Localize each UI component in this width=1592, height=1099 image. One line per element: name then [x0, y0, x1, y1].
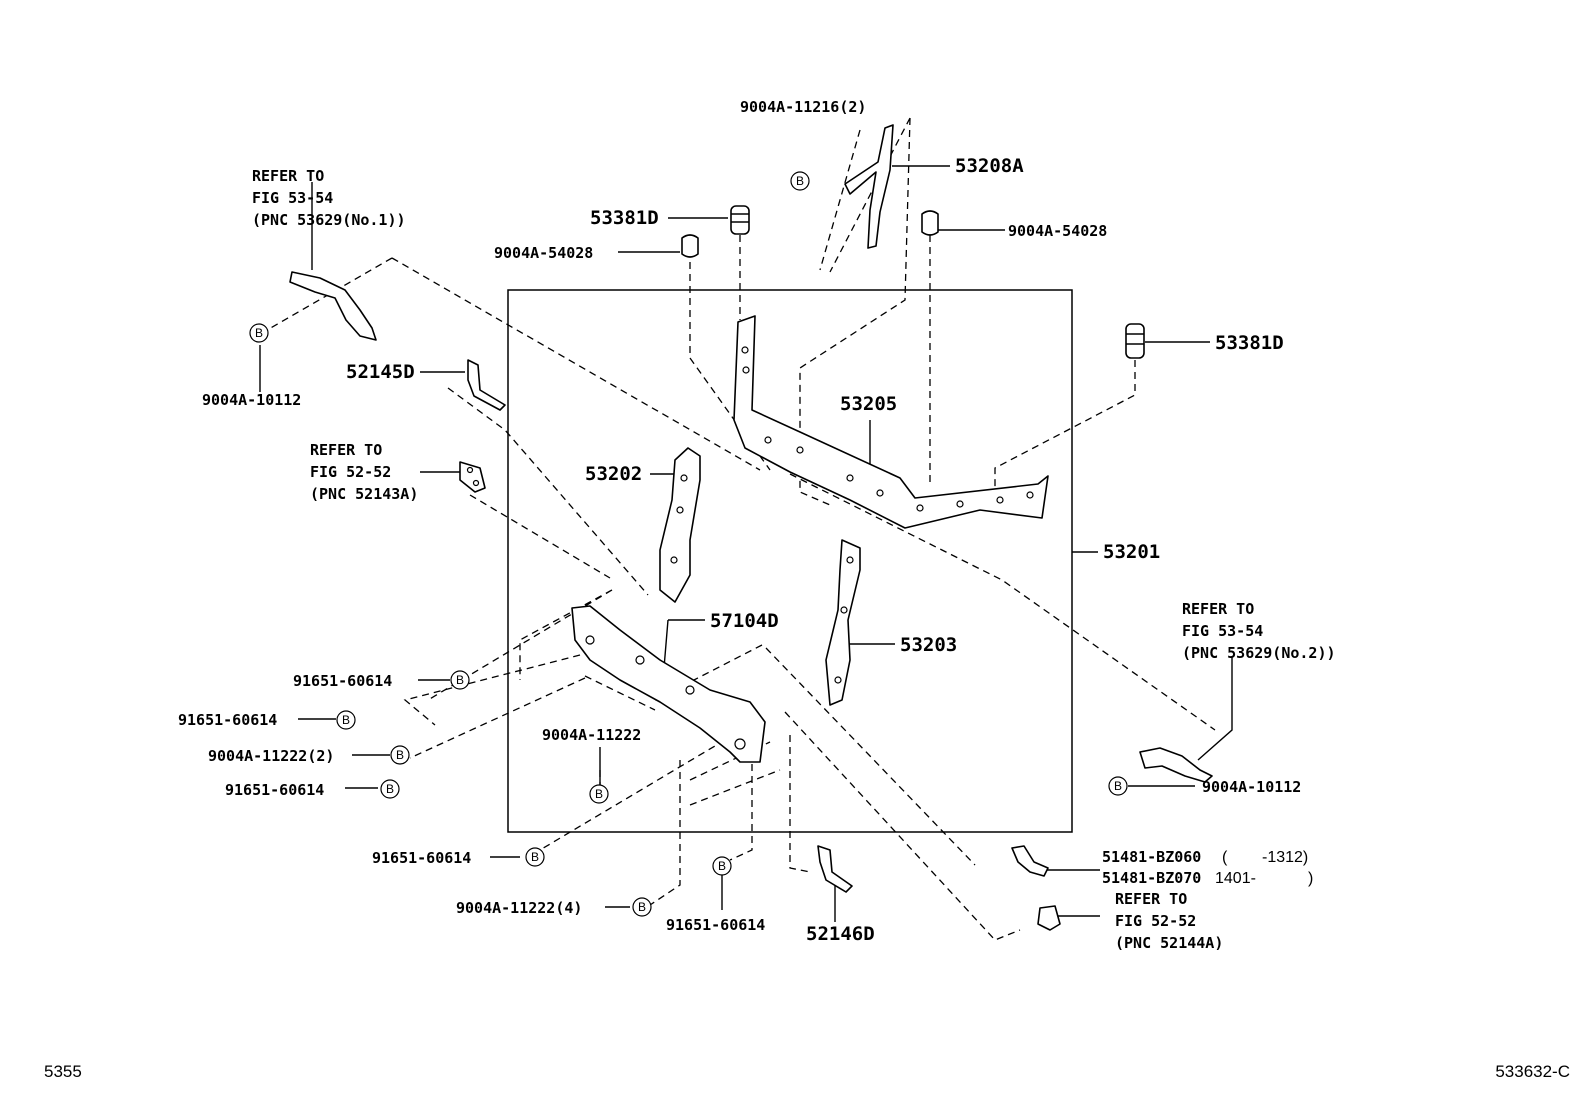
part-bracket-no2 — [1139, 747, 1213, 783]
part-9004A-54028-right — [921, 210, 939, 236]
bolt-marker: B — [450, 670, 470, 690]
label-refer-r-3: (PNC 53629(No.2)) — [1182, 644, 1336, 662]
svg-text:B: B — [796, 174, 804, 188]
label-53205: 53205 — [840, 393, 897, 415]
label-91651-60614-a: 91651-60614 — [293, 672, 392, 690]
label-53201: 53201 — [1103, 541, 1160, 563]
bolt-marker: B — [380, 779, 400, 799]
part-53381D-cushion-top — [730, 205, 750, 235]
label-53208A: 53208A — [955, 155, 1024, 177]
part-9004A-54028-left — [681, 234, 699, 258]
label-9004A-11222-4: 9004A-11222(4) — [456, 899, 582, 917]
label-refer-r-1: REFER TO — [1182, 600, 1254, 618]
solid-leader-lines — [259, 165, 1233, 922]
svg-text:B: B — [638, 900, 646, 914]
part-52145D-bracket — [467, 359, 506, 411]
footer-right-code: 533632-C — [1495, 1062, 1570, 1081]
svg-text:B: B — [255, 326, 263, 340]
label-refer-br-3: (PNC 52144A) — [1115, 934, 1223, 952]
label-51481-BZ070: 51481-BZ070 — [1102, 869, 1201, 887]
bolt-marker: B — [525, 847, 545, 867]
label-51481-BZ060-range: -1312) — [1262, 849, 1308, 866]
svg-text:B: B — [531, 850, 539, 864]
part-52144A-clip — [1037, 905, 1061, 931]
label-refer-tl-1: REFER TO — [252, 167, 324, 185]
label-9004A-54028-right: 9004A-54028 — [1008, 222, 1107, 240]
part-52146D-bracket — [817, 845, 853, 893]
label-refer-r-2: FIG 53-54 — [1182, 622, 1263, 640]
svg-text:B: B — [386, 782, 394, 796]
label-57104D: 57104D — [710, 610, 779, 632]
part-bracket-no1 — [289, 271, 377, 341]
dashed-guide-lines — [261, 117, 1216, 941]
label-52146D: 52146D — [806, 923, 875, 945]
bolt-marker: B — [632, 897, 652, 917]
label-refer-ml-1: REFER TO — [310, 441, 382, 459]
part-53203-side-support — [825, 539, 861, 706]
part-51481-bracket — [1011, 845, 1049, 877]
label-51481-BZ060: 51481-BZ060 — [1102, 848, 1201, 866]
svg-text:B: B — [342, 713, 350, 727]
part-52143A-bracket — [459, 461, 486, 493]
label-refer-tl-2: FIG 53-54 — [252, 189, 333, 207]
label-91651-60614-d: 91651-60614 — [372, 849, 471, 867]
label-53381D-top: 53381D — [590, 207, 659, 229]
label-9004A-11222: 9004A-11222 — [542, 726, 641, 744]
label-9004A-10112-left: 9004A-10112 — [202, 391, 301, 409]
label-51481-BZ070-range: 1401- — [1215, 870, 1256, 887]
svg-text:B: B — [718, 859, 726, 873]
label-9004A-11216-2: 9004A-11216(2) — [740, 98, 866, 116]
label-53202: 53202 — [585, 463, 642, 485]
bolt-marker: B — [712, 856, 732, 876]
bolt-marker: B — [589, 784, 609, 804]
label-53381D-right: 53381D — [1215, 332, 1284, 354]
bolt-marker: B — [249, 323, 269, 343]
part-53208A-brace — [844, 124, 894, 249]
label-51481-BZ070-range-close: ) — [1308, 870, 1313, 887]
part-53205-upper-support — [733, 315, 1049, 529]
label-refer-br-1: REFER TO — [1115, 890, 1187, 908]
label-91651-60614-b: 91651-60614 — [178, 711, 277, 729]
label-91651-60614-c: 91651-60614 — [225, 781, 324, 799]
label-refer-tl-3: (PNC 53629(No.1)) — [252, 211, 406, 229]
footer-left-code: 5355 — [44, 1062, 82, 1081]
bolt-marker: B — [390, 745, 410, 765]
svg-text:B: B — [456, 673, 464, 687]
label-52145D: 52145D — [346, 361, 415, 383]
label-53203: 53203 — [900, 634, 957, 656]
part-53202-side-support — [659, 447, 701, 603]
label-9004A-11222-2: 9004A-11222(2) — [208, 747, 334, 765]
label-91651-60614-e: 91651-60614 — [666, 916, 765, 934]
svg-text:B: B — [595, 787, 603, 801]
label-9004A-10112-right: 9004A-10112 — [1202, 778, 1301, 796]
bolt-marker: B — [790, 171, 810, 191]
part-57104D-lower-member — [571, 605, 766, 763]
label-refer-br-2: FIG 52-52 — [1115, 912, 1196, 930]
label-9004A-54028-left: 9004A-54028 — [494, 244, 593, 262]
bolt-marker: B — [336, 710, 356, 730]
label-refer-ml-2: FIG 52-52 — [310, 463, 391, 481]
svg-text:B: B — [396, 748, 404, 762]
label-51481-BZ060-range-open: ( — [1222, 849, 1228, 866]
svg-text:B: B — [1114, 779, 1122, 793]
bolt-marker: B — [1108, 776, 1128, 796]
label-refer-ml-3: (PNC 52143A) — [310, 485, 418, 503]
part-53381D-cushion-right — [1125, 323, 1145, 359]
